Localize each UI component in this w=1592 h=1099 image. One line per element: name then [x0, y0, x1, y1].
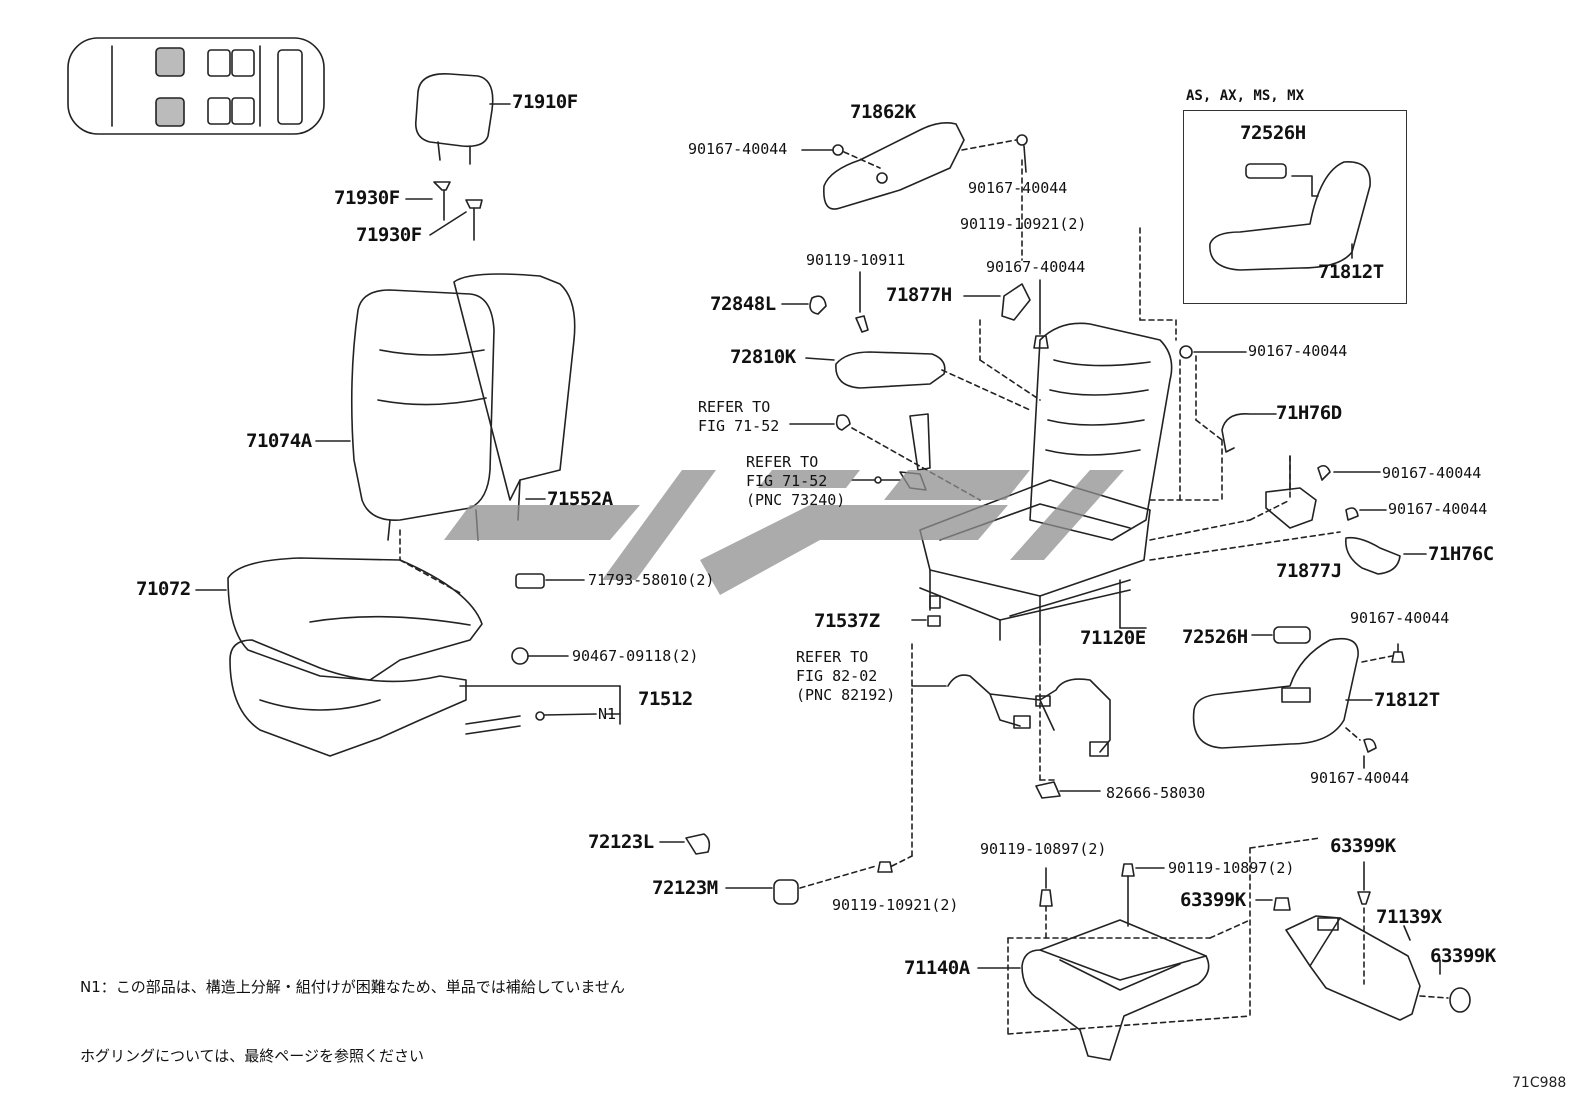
label-71877J: 71877J — [1276, 560, 1342, 582]
seat-guides — [399, 529, 463, 595]
side-cover-71862K-drawing — [801, 122, 1028, 210]
diagram-code: 71C988 — [1512, 1075, 1567, 1091]
label-71930F-a: 71930F — [334, 187, 400, 209]
seatback-cover-drawing — [315, 273, 576, 541]
headrest-71910F-drawing — [414, 73, 511, 165]
headrest-guide-drawing — [405, 181, 483, 241]
label-71074A: 71074A — [246, 430, 312, 452]
label-90119-10897-a: 90119-10897(2) — [980, 840, 1107, 858]
label-72123M: 72123M — [652, 877, 718, 899]
label-71812T-a: 71812T — [1318, 261, 1384, 283]
label-90119-10921-b: 90119-10921(2) — [832, 896, 959, 914]
cushion-cover-71139X-drawing — [1255, 861, 1471, 1021]
car-location-icon — [67, 37, 325, 135]
grade-box-cover-drawing — [1209, 161, 1371, 271]
side-cover-71812T-drawing — [1192, 626, 1405, 769]
label-71930F-b: 71930F — [356, 224, 422, 246]
label-90167-40044-g: 90167-40044 — [1350, 609, 1450, 627]
grade-box-title: AS, AX, MS, MX — [1186, 88, 1305, 104]
label-90167-40044-c: 90167-40044 — [986, 258, 1086, 276]
note-hog-ring: ホグリングについては、最終ページを参照ください — [80, 1047, 424, 1065]
label-90167-40044-d: 90167-40044 — [1248, 342, 1348, 360]
label-63399K-b: 63399K — [1180, 889, 1246, 911]
label-72526H-b: 72526H — [1182, 626, 1248, 648]
label-71512: 71512 — [638, 688, 693, 710]
label-71139X: 71139X — [1376, 906, 1442, 928]
label-71812T-b: 71812T — [1374, 689, 1440, 711]
label-72810K: 72810K — [730, 346, 796, 368]
frame-covers-drawing — [963, 279, 1427, 575]
label-90167-40044-b: 90167-40044 — [968, 179, 1068, 197]
label-90167-40044-h: 90167-40044 — [1310, 769, 1410, 787]
label-71H76C: 71H76C — [1428, 543, 1494, 565]
frame-guides — [979, 159, 1341, 781]
label-71537Z: 71537Z — [814, 610, 880, 632]
label-72123L: 72123L — [588, 831, 654, 853]
wire-harness-drawing — [911, 674, 1111, 799]
label-90467-09118: 90467-09118(2) — [572, 647, 699, 665]
label-90119-10911: 90119-10911 — [806, 251, 906, 269]
71140A-guides — [1007, 837, 1321, 1035]
label-63399K-c: 63399K — [1430, 945, 1496, 967]
label-71877H: 71877H — [886, 284, 952, 306]
label-71910F: 71910F — [512, 91, 578, 113]
label-90167-40044-a: 90167-40044 — [688, 140, 788, 158]
label-71140A: 71140A — [904, 957, 970, 979]
label-90167-40044-f: 90167-40044 — [1388, 500, 1488, 518]
refer-fig-82-02: REFER TO FIG 82-02 (PNC 82192) — [796, 648, 896, 704]
note-n1: N1：この部品は、構造上分解・組付けが困難なため、単品では補給していません — [80, 978, 625, 996]
label-71120E: 71120E — [1080, 627, 1146, 649]
label-72526H-a: 72526H — [1240, 122, 1306, 144]
label-82666-58030: 82666-58030 — [1106, 784, 1206, 802]
label-90167-40044-e: 90167-40044 — [1382, 464, 1482, 482]
refer-fig-71-52-a: REFER TO FIG 71-52 — [698, 398, 780, 435]
label-71862K: 71862K — [850, 101, 916, 123]
seat-cushion-drawing — [195, 557, 621, 757]
label-72848L: 72848L — [710, 293, 776, 315]
label-71793-58010: 71793-58010(2) — [588, 571, 715, 589]
watermark-logo — [444, 470, 1124, 595]
label-71552A: 71552A — [547, 488, 613, 510]
grade-box: AS, AX, MS, MX 72526H 71812T — [1183, 88, 1407, 304]
refer-fig-71-52-b: REFER TO FIG 71-52 (PNC 73240) — [746, 453, 846, 509]
label-71H76D: 71H76D — [1276, 402, 1342, 424]
label-71072: 71072 — [136, 578, 191, 600]
label-63399K-a: 63399K — [1330, 835, 1396, 857]
label-90119-10921-a: 90119-10921(2) — [960, 215, 1087, 233]
label-N1: N1 — [598, 705, 617, 723]
cushion-frame-71140A-drawing — [977, 863, 1210, 1061]
seat-frame-drawing — [911, 322, 1173, 641]
cover-caps-drawing — [659, 639, 913, 905]
label-90119-10897-b: 90119-10897(2) — [1168, 859, 1295, 877]
